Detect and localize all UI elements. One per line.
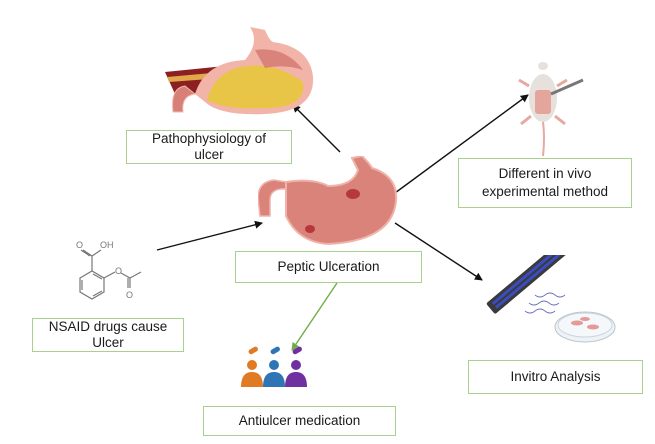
person-purple-icon xyxy=(291,360,301,370)
uv-lamp-petri-dish-icon xyxy=(486,255,616,343)
arrow-from-nsaid xyxy=(156,220,263,251)
oxygen-label: O xyxy=(76,240,83,250)
carbonyl-oxygen-label: O xyxy=(126,290,133,300)
arrow-to-antiulcer xyxy=(291,282,338,351)
arrow-to-invivo xyxy=(394,94,529,194)
stomach-with-ulcers-icon xyxy=(258,156,398,246)
invitro-label: Invitro Analysis xyxy=(510,369,601,384)
pill-icon xyxy=(248,346,258,355)
arrow-to-invitro xyxy=(394,222,483,281)
lab-rat-icon xyxy=(518,62,584,157)
antiulcer-box: Antiulcer medication xyxy=(203,406,396,436)
pathophysiology-label-line-1: Pathophysiology of xyxy=(151,131,267,146)
invivo-label-line-2: experimental method xyxy=(481,184,609,199)
invivo-box: Different in vivo experimental method xyxy=(458,158,632,208)
antiulcer-label: Antiulcer medication xyxy=(238,413,361,428)
nsaid-label-line-2: Ulcer xyxy=(92,335,124,350)
peptic-ulceration-box: Peptic Ulceration xyxy=(235,251,422,283)
peptic-ulceration-label: Peptic Ulceration xyxy=(277,259,380,274)
ester-oxygen-label: O xyxy=(115,266,122,276)
hydroxyl-label: OH xyxy=(100,240,114,250)
nsaid-label-line-1: NSAID drugs cause xyxy=(48,319,168,334)
stomach-cross-section-icon xyxy=(165,27,314,115)
person-orange-icon xyxy=(247,360,257,370)
arrow-to-pathophysiology xyxy=(292,104,341,153)
invivo-label-line-1: Different in vivo xyxy=(498,166,592,181)
invitro-box: Invitro Analysis xyxy=(468,360,643,394)
person-blue-icon xyxy=(269,360,279,370)
pill-icon xyxy=(292,346,302,355)
patients-with-pills-icon xyxy=(241,346,307,387)
aspirin-molecule-icon: O OH O O xyxy=(76,240,142,300)
pathophysiology-label-line-2: ulcer xyxy=(194,147,224,162)
pill-icon xyxy=(270,346,280,355)
